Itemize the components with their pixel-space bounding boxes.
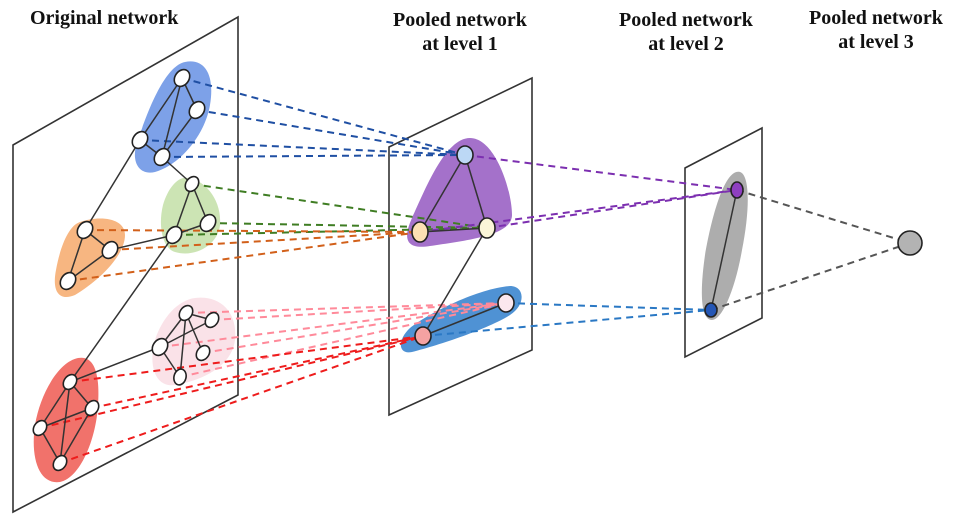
node: [76, 220, 94, 240]
node: [178, 304, 194, 322]
title-original-text: Original network: [30, 7, 179, 29]
title-level-3-line1: Pooled network: [809, 7, 943, 29]
node: [52, 454, 68, 472]
title-level-2-line1: Pooled network: [619, 9, 753, 31]
node: [151, 337, 169, 357]
node: [184, 175, 200, 193]
node: [165, 225, 183, 245]
mapping-orange: [67, 229, 421, 282]
title-level-3-line2: at level 3: [838, 31, 914, 53]
plane-original: [12, 15, 239, 514]
node: [173, 68, 191, 88]
mapping-lines: [39, 77, 911, 464]
mapping-blue: [139, 77, 466, 158]
node-level1-green: [478, 217, 496, 239]
nodes-original: [32, 68, 220, 472]
plane-level-1: [388, 76, 533, 417]
node-level3: [897, 230, 923, 256]
title-original-network: Original network: [30, 6, 260, 30]
node: [188, 100, 206, 120]
node: [59, 271, 77, 291]
node-level2-blue: [704, 302, 718, 318]
node: [204, 311, 220, 329]
title-level-1: Pooled network at level 1: [360, 8, 560, 56]
mapping-gray: [710, 189, 911, 311]
node: [101, 240, 119, 260]
mapping-purple: [419, 154, 738, 233]
cluster-red: [33, 357, 99, 483]
node-level1-red: [414, 326, 432, 346]
node-level1-pink: [497, 293, 515, 313]
title-level-3: Pooled network at level 3: [776, 6, 976, 54]
node: [84, 399, 100, 417]
plane-level-2: [684, 126, 763, 359]
node: [199, 213, 217, 233]
node: [153, 147, 171, 167]
node-level1-blue: [456, 145, 474, 165]
node: [131, 130, 149, 150]
title-level-1-line2: at level 1: [422, 33, 498, 55]
title-level-1-line1: Pooled network: [393, 9, 527, 31]
node: [32, 419, 48, 437]
node: [195, 344, 211, 362]
mapping-red: [39, 335, 424, 464]
mapping-steelblue: [422, 302, 712, 337]
node: [62, 373, 78, 391]
node: [173, 368, 187, 386]
title-level-2: Pooled network at level 2: [586, 8, 786, 56]
node-level1-orange: [411, 221, 429, 243]
node-level2-purple: [730, 181, 744, 199]
mapping-pink: [159, 302, 507, 378]
title-level-2-line2: at level 2: [648, 33, 724, 55]
cluster-blue: [134, 61, 212, 173]
nodes: [32, 68, 923, 472]
